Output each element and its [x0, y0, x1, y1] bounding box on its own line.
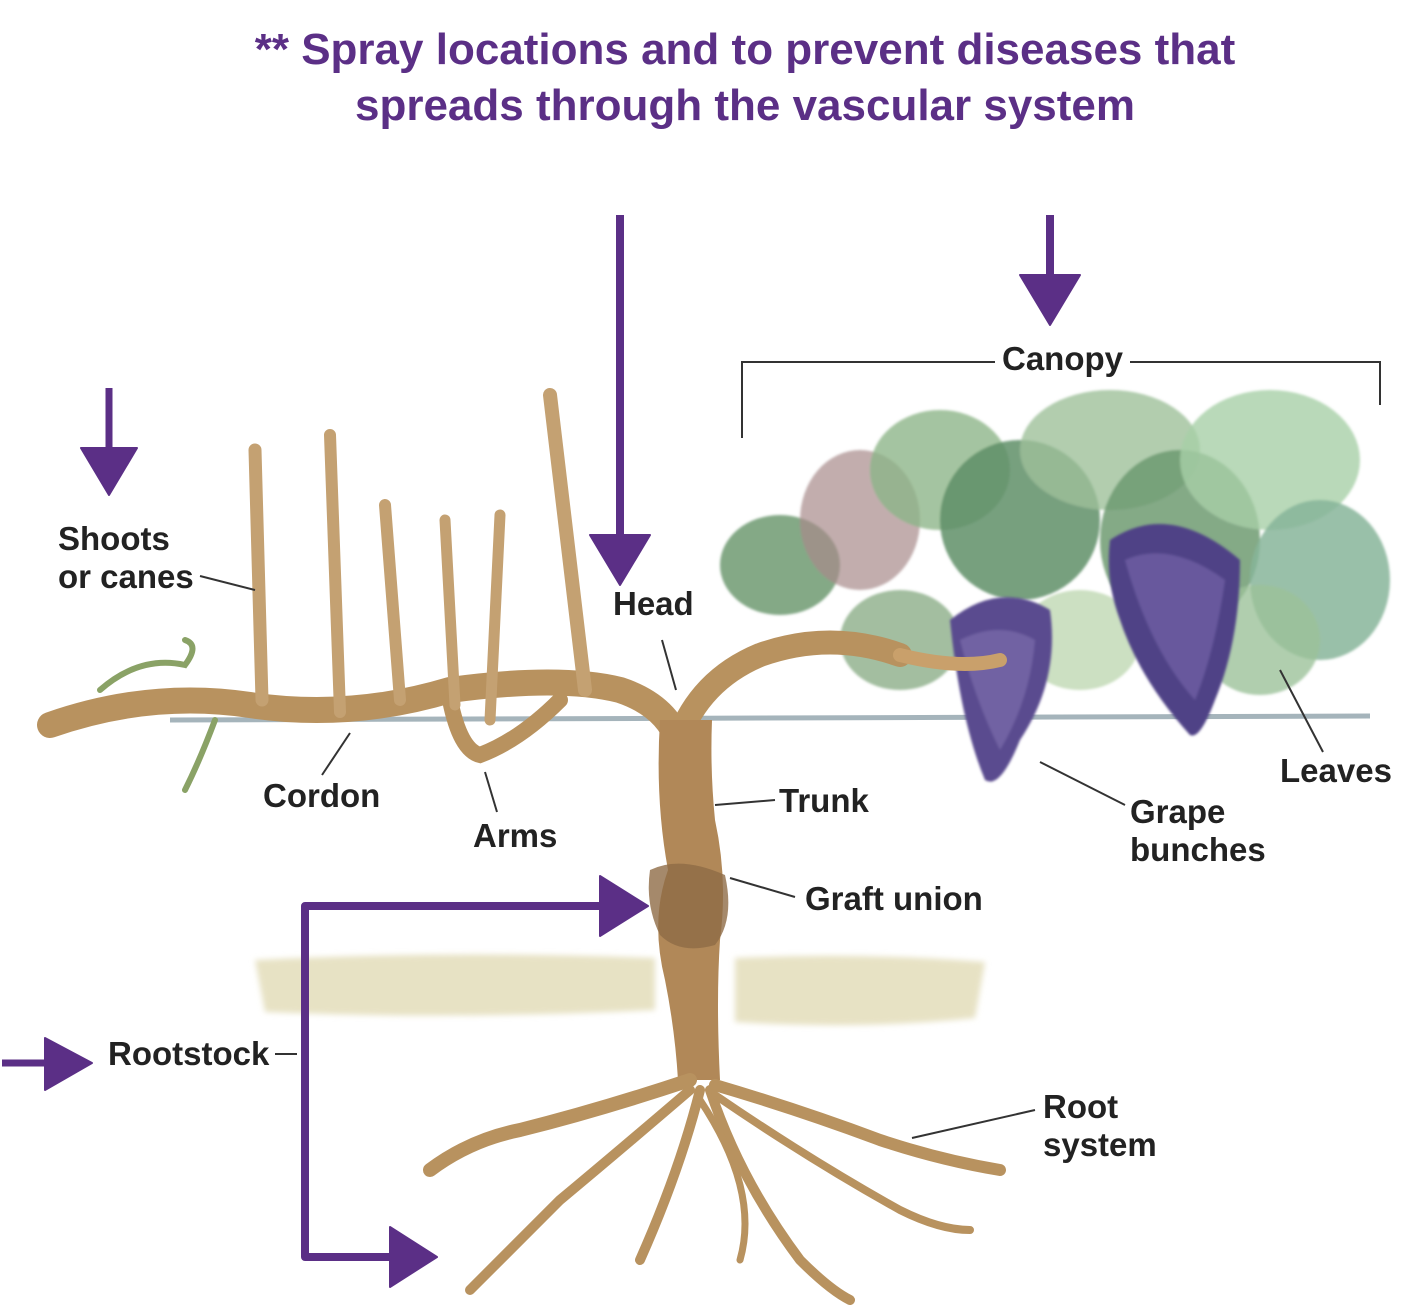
- leader-cordon: [322, 733, 350, 775]
- label-root-line-1: Root: [1043, 1088, 1157, 1126]
- label-shoots-line-2: or canes: [58, 558, 194, 596]
- leader-graft: [730, 878, 795, 897]
- leader-grapes: [1040, 762, 1125, 805]
- label-trunk: Trunk: [779, 782, 869, 820]
- leader-trunk: [715, 800, 775, 805]
- label-root-system: Root system: [1043, 1088, 1157, 1164]
- leader-root: [912, 1110, 1035, 1138]
- spray-bracket-graft-icon: [305, 876, 648, 1287]
- spray-arrow-shoots-icon: [81, 388, 137, 495]
- label-root-line-2: system: [1043, 1126, 1157, 1164]
- spray-arrow-head-icon: [590, 215, 650, 585]
- label-shoots-line-1: Shoots: [58, 520, 194, 558]
- grape-bunch-left: [950, 597, 1052, 782]
- graft-union-wood: [649, 864, 729, 949]
- label-head: Head: [613, 585, 694, 623]
- spray-arrow-rootstock-icon: [2, 1038, 92, 1090]
- label-arms: Arms: [473, 817, 557, 855]
- soil-band: [255, 954, 985, 1025]
- label-leaves: Leaves: [1280, 752, 1392, 790]
- label-grape-bunches: Grape bunches: [1130, 793, 1266, 869]
- label-cordon: Cordon: [263, 777, 380, 815]
- label-shoots-or-canes: Shoots or canes: [58, 520, 194, 596]
- leader-leaves: [1280, 670, 1323, 752]
- label-canopy: Canopy: [1002, 340, 1123, 378]
- leader-shoots: [200, 576, 255, 590]
- label-graft-union: Graft union: [805, 880, 983, 918]
- grape-bunch-right: [1109, 524, 1240, 736]
- label-grape-line-2: bunches: [1130, 831, 1266, 869]
- label-grape-line-1: Grape: [1130, 793, 1266, 831]
- root-wood: [430, 1080, 1000, 1300]
- leader-head: [662, 640, 676, 690]
- leader-arms: [485, 772, 497, 812]
- label-rootstock: Rootstock: [108, 1035, 269, 1073]
- spray-arrow-canopy-icon: [1020, 215, 1080, 325]
